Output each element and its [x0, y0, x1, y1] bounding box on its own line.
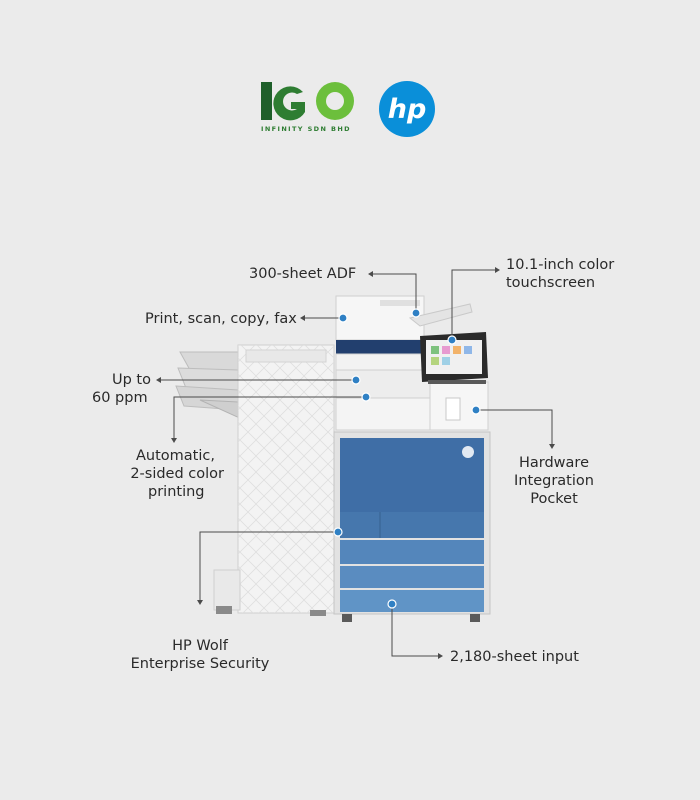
callout-touchscreen-line2: touchscreen — [506, 275, 596, 291]
callout-security: HP Wolf Enterprise Security — [120, 637, 280, 673]
callout-adf-text: 300-sheet ADF — [249, 266, 357, 282]
callout-duplex-line3: printing — [148, 484, 205, 500]
front-door — [340, 438, 484, 512]
callout-speed: Up to 60 ppm — [92, 371, 151, 407]
callout-hip-line3: Pocket — [530, 491, 578, 507]
callout-duplex-line1: Automatic, — [136, 448, 215, 464]
hp-logo: hp — [379, 81, 435, 137]
callout-adf: 300-sheet ADF — [249, 265, 356, 283]
callout-functions-text: Print, scan, copy, fax — [145, 311, 297, 327]
callout-hardware-pocket: Hardware Integration Pocket — [506, 454, 602, 508]
callout-hip-line1: Hardware — [518, 455, 589, 471]
callout-hip-line2: Integration — [514, 473, 594, 489]
callout-input: 2,180-sheet input — [450, 648, 579, 666]
igo-subtitle: INFINITY SDN BHD — [261, 125, 351, 133]
callout-functions: Print, scan, copy, fax — [145, 310, 297, 328]
callout-touchscreen-line1: 10.1-inch color — [506, 257, 615, 273]
hp-mark: hp — [388, 94, 427, 125]
callout-speed-line1: Up to — [112, 372, 151, 388]
callout-touchscreen: 10.1-inch color touchscreen — [506, 256, 614, 292]
callout-speed-line2: 60 ppm — [92, 390, 148, 406]
touchscreen-panel — [420, 332, 488, 384]
igo-logo: INFINITY SDN BHD — [261, 82, 354, 133]
callout-security-line1: HP Wolf — [172, 638, 228, 654]
callout-duplex-line2: 2-sided color — [130, 466, 224, 482]
callout-input-text: 2,180-sheet input — [450, 649, 579, 665]
callout-duplex: Automatic, 2-sided color printing — [108, 447, 224, 501]
callout-security-line2: Enterprise Security — [130, 656, 270, 672]
